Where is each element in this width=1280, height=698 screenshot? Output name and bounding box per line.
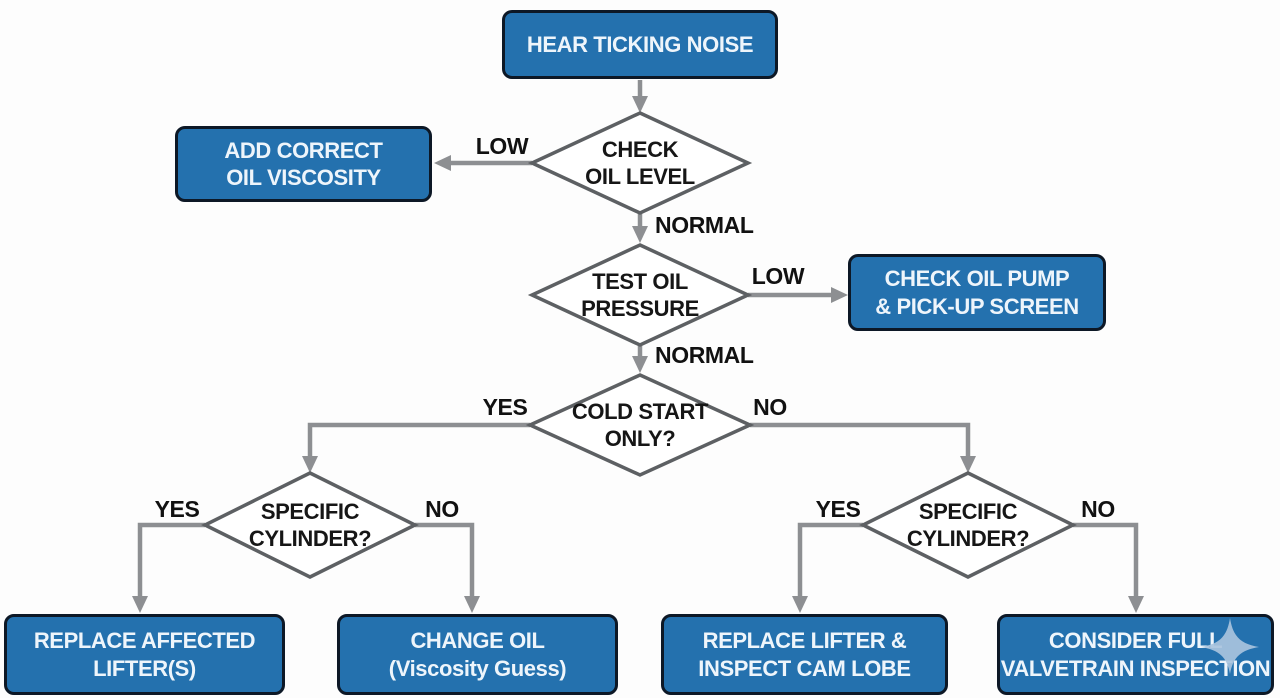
decision-label-line1: SPECIFIC	[918, 498, 1018, 524]
node-label-line1: CHANGE OIL	[410, 628, 545, 654]
decision-label-line2: OIL LEVEL	[585, 164, 695, 189]
edge-right-cylinder-yes	[792, 522, 863, 613]
node-label-line1: REPLACE AFFECTED	[33, 628, 256, 654]
node-label-line1: CONSIDER FULL	[1048, 628, 1223, 654]
node-label-line1: REPLACE LIFTER &	[702, 628, 907, 654]
node-add-correct-oil-viscosity: ADD CORRECT OIL VISCOSITY	[175, 126, 432, 202]
decision-label-line1: TEST OIL	[592, 268, 688, 294]
node-replace-lifter-inspect-cam-lobe: REPLACE LIFTER & INSPECT CAM LOBE	[661, 614, 948, 695]
edge-label-oil-level-low: LOW	[475, 133, 529, 159]
node-label-line2: (Viscosity Guess)	[388, 655, 567, 681]
decision-label-line2: PRESSURE	[581, 296, 699, 321]
decision-cold-start-only-shape	[525, 373, 755, 477]
edge-left-cylinder-yes	[132, 522, 205, 613]
node-label: HEAR TICKING NOISE	[526, 31, 754, 57]
edge-label-right-cylinder-yes: YES	[815, 496, 861, 522]
decision-label-line1: COLD START	[571, 398, 709, 424]
decision-check-oil-level-shape	[527, 111, 753, 215]
node-hear-ticking-noise: HEAR TICKING NOISE	[502, 10, 778, 79]
edge-label-cold-start-yes: YES	[482, 394, 528, 420]
decision-specific-cylinder-right-label: SPECIFIC CYLINDER?	[863, 475, 1073, 575]
decision-label-line1: CHECK	[601, 136, 679, 162]
decision-label-line2: ONLY?	[604, 426, 676, 451]
edge-label-oil-pressure-low: LOW	[751, 263, 805, 289]
node-label-line2: OIL VISCOSITY	[226, 165, 381, 190]
node-check-oil-pump-pickup-screen: CHECK OIL PUMP & PICK-UP SCREEN	[848, 254, 1106, 331]
decision-specific-cylinder-left-label: SPECIFIC CYLINDER?	[205, 475, 415, 575]
edge-cold-start-yes	[302, 422, 530, 473]
edge-label-right-cylinder-no: NO	[1081, 496, 1115, 522]
node-label-line2: VALVETRAIN INSPECTION	[1000, 655, 1271, 681]
node-label-line2: INSPECT CAM LOBE	[698, 655, 911, 681]
node-label-line1: CHECK OIL PUMP	[884, 266, 1070, 292]
decision-cold-start-only-label: COLD START ONLY?	[530, 377, 750, 473]
edge-label-left-cylinder-no: NO	[425, 496, 459, 522]
decision-specific-cylinder-left-shape	[201, 471, 419, 579]
decision-shapes	[201, 111, 1077, 579]
decision-test-oil-pressure-label: TEST OIL PRESSURE	[532, 247, 748, 343]
edge-label-oil-level-normal: NORMAL	[655, 212, 754, 238]
node-consider-full-valvetrain-inspection: CONSIDER FULL VALVETRAIN INSPECTION	[997, 614, 1274, 695]
node-change-oil-viscosity-guess: CHANGE OIL (Viscosity Guess)	[337, 614, 618, 695]
decision-test-oil-pressure-shape	[527, 243, 753, 347]
node-label-line1: ADD CORRECT	[224, 137, 383, 163]
decision-specific-cylinder-right-shape	[859, 471, 1077, 579]
decision-label-line2: CYLINDER?	[248, 526, 372, 551]
edge-cold-start-no	[750, 422, 976, 473]
decision-label-line2: CYLINDER?	[906, 526, 1030, 551]
connector-edges	[132, 80, 1144, 613]
edge-label-left-cylinder-yes: YES	[154, 496, 200, 522]
edge-left-cylinder-no	[415, 522, 480, 613]
edge-right-cylinder-no	[1073, 522, 1144, 613]
decision-check-oil-level-label: CHECK OIL LEVEL	[532, 115, 748, 211]
node-label-line2: LIFTER(S)	[93, 655, 196, 681]
node-label-line2: & PICK-UP SCREEN	[875, 293, 1079, 319]
node-replace-affected-lifters: REPLACE AFFECTED LIFTER(S)	[4, 614, 285, 695]
edge-label-cold-start-no: NO	[753, 394, 787, 420]
decision-label-line1: SPECIFIC	[260, 498, 360, 524]
edge-label-oil-pressure-normal: NORMAL	[655, 342, 754, 368]
